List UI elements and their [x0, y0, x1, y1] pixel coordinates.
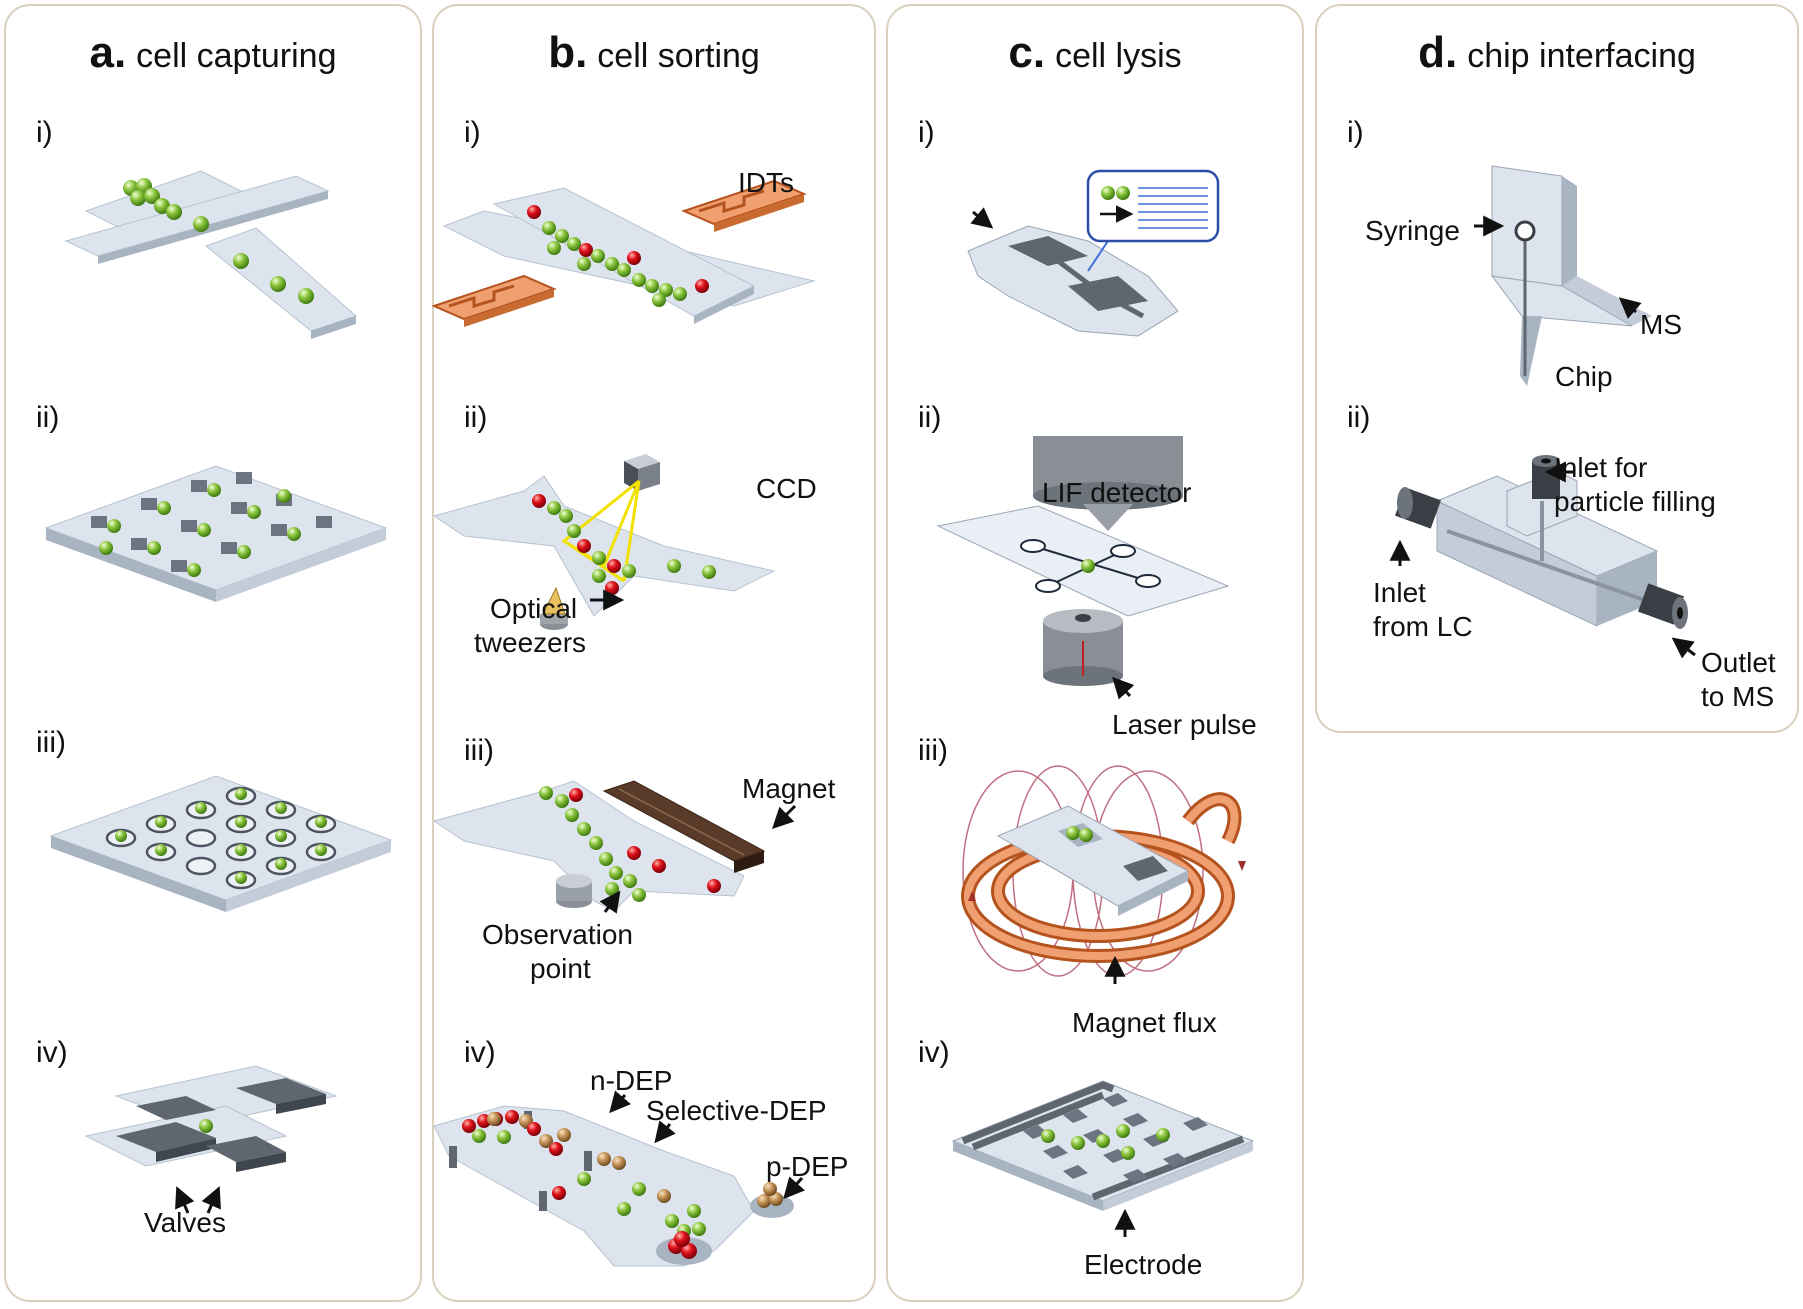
syringe-chip-interface [1490, 165, 1652, 386]
item-label-iii: iii) [918, 734, 948, 767]
optical-sorting-chip [432, 454, 776, 630]
item-label-i: i) [918, 116, 935, 149]
dep-sorting-chip [433, 1105, 794, 1267]
item-label-iv: iv) [36, 1036, 68, 1069]
panel-chip-interfacing: d.chip interfacing i) ii) Syringe MS Chi… [1315, 4, 1799, 733]
outlet-right-fitting [1638, 583, 1688, 629]
label-optical-line2: tweezers [474, 627, 587, 658]
item-label-iv: iv) [918, 1036, 950, 1069]
label-optical-line1: Optical [490, 593, 578, 624]
panel-cell-sorting: b.cell sorting i) ii) iii) iv) IDTs [431, 4, 876, 1302]
panel-title-text: cell capturing [136, 37, 337, 75]
item-label-iii: iii) [36, 726, 66, 759]
electrode-grid [1023, 1093, 1208, 1183]
panel-title: d.chip interfacing [1317, 28, 1797, 78]
label-laser-pulse: Laser pulse [1112, 709, 1257, 740]
tweezer-lens-icon [540, 586, 568, 630]
electrode-lysis-chip [951, 1080, 1255, 1211]
label-chip: Chip [1555, 361, 1613, 392]
trapped-cells [99, 483, 301, 577]
label-pdep: p-DEP [766, 1151, 849, 1182]
magnetic-cells [539, 786, 721, 902]
label-observation-line2: point [530, 953, 591, 984]
panel-cell-lysis: c.cell lysis i) ii) iii) iv) [886, 4, 1304, 1302]
label-selective-dep: Selective-DEP [646, 1095, 827, 1126]
coil-lysis-setup [961, 765, 1246, 977]
magnetic-sorting-chip [432, 780, 766, 912]
laser-source-icon [1043, 609, 1123, 686]
item-label-ii: ii) [1347, 401, 1371, 434]
lysis-chip-mechanical [967, 169, 1220, 337]
dep-cells [462, 1110, 783, 1259]
item-label-ii: ii) [36, 401, 60, 434]
zoom-callout [1086, 169, 1220, 243]
acoustic-sorting-chip [431, 179, 816, 327]
well-cells [115, 788, 327, 884]
laser-lysis-setup [936, 436, 1230, 686]
panel-cell-capturing: a.cell capturing i) ii) iii) iv) [4, 4, 422, 1302]
electrode-cells [1041, 1124, 1170, 1160]
panel-title: c.cell lysis [888, 28, 1302, 78]
cell-row [123, 178, 314, 304]
lif-detector-icon [1033, 436, 1183, 531]
label-valves: Valves [144, 1207, 226, 1238]
label-inlet-particle-line2: particle filling [1554, 486, 1716, 517]
label-lif-detector: LIF detector [1042, 477, 1192, 508]
label-idts: IDTs [738, 167, 794, 198]
label-magnet-flux: Magnet flux [1072, 1007, 1217, 1038]
sorted-cells [527, 205, 709, 307]
item-label-i: i) [1347, 116, 1364, 149]
panel-title-text: cell sorting [597, 37, 760, 75]
label-outlet-line2: to MS [1701, 681, 1775, 712]
coil-cells [1066, 826, 1093, 842]
item-label-iv: iv) [464, 1036, 496, 1069]
panel-letter: c. [1008, 28, 1046, 77]
item-label-iii: iii) [464, 734, 494, 767]
captured-cell [199, 1119, 213, 1133]
label-syringe: Syringe [1365, 215, 1460, 246]
panel-title-text: cell lysis [1055, 37, 1182, 75]
label-ndep: n-DEP [590, 1065, 673, 1096]
panel-letter: b. [548, 28, 588, 77]
ccd-camera-icon [624, 454, 660, 491]
panel-letter: a. [89, 28, 127, 77]
valve-chip [84, 1065, 338, 1172]
label-ccd: CCD [756, 473, 817, 504]
inlet-left-fitting [1395, 487, 1441, 529]
idt-electrode [431, 179, 807, 327]
label-inlet-lc-line2: from LC [1373, 611, 1473, 642]
panel-title: b.cell sorting [434, 28, 874, 78]
label-ms: MS [1640, 309, 1682, 340]
observation-detector-icon [556, 874, 592, 908]
syringe-port [1514, 220, 1536, 242]
item-label-ii: ii) [464, 401, 488, 434]
microwell-array-chip [49, 775, 393, 912]
trap-array-chip [44, 465, 388, 602]
label-outlet-line1: Outlet [1701, 647, 1776, 678]
panel-letter: d. [1418, 28, 1458, 77]
magnet-bar [602, 780, 766, 873]
cross-channel-chip [64, 170, 357, 339]
label-inlet-lc-line1: Inlet [1373, 577, 1426, 608]
panel-title: a.cell capturing [6, 28, 420, 78]
label-electrode: Electrode [1084, 1249, 1203, 1280]
item-label-ii: ii) [918, 401, 942, 434]
label-inlet-particle-line1-visible: Inlet for [1554, 452, 1648, 483]
label-magnet: Magnet [742, 773, 836, 804]
item-label-i: i) [464, 116, 481, 149]
panel-title-text: chip interfacing [1467, 37, 1696, 75]
item-label-i: i) [36, 116, 53, 149]
label-observation-line1: Observation [482, 919, 633, 950]
